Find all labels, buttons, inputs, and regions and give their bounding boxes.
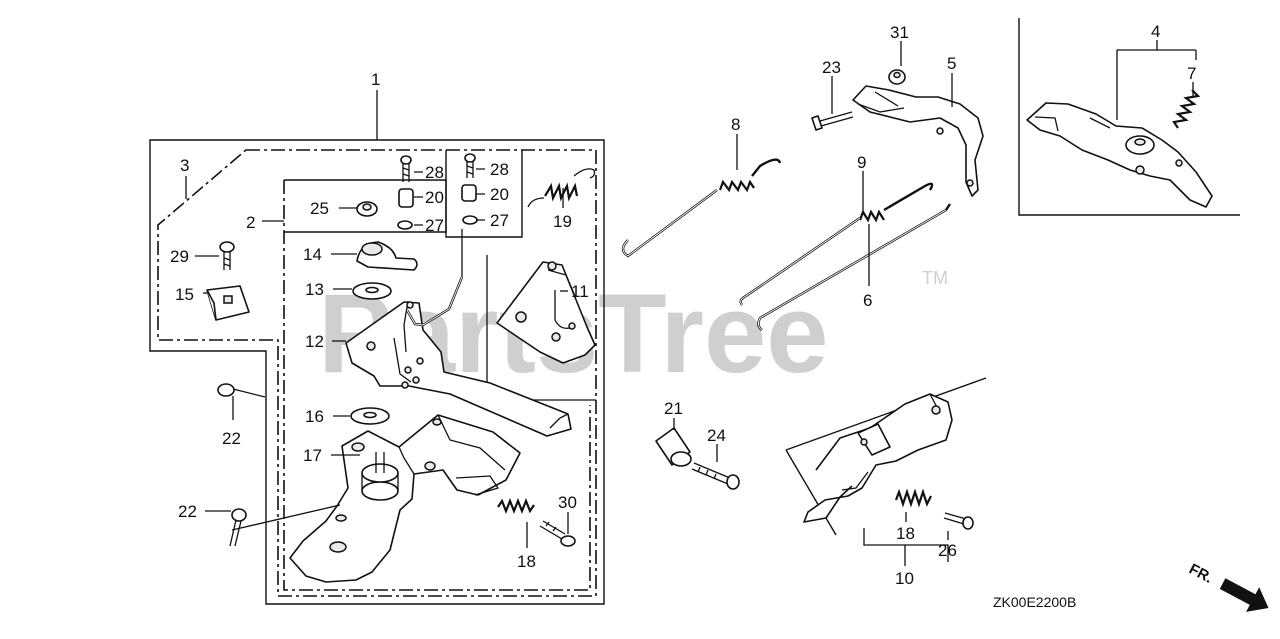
part-14-plate: [356, 241, 418, 271]
part-17-base-plate: [289, 414, 521, 583]
callout-6: 6: [863, 291, 872, 310]
callout-29: 29: [170, 247, 189, 266]
front-direction-arrow-icon: FR.: [1186, 561, 1269, 612]
part-8-rod: [621, 158, 782, 258]
part-13-washer: [352, 282, 392, 300]
callout-4: 4: [1151, 22, 1160, 41]
part-22-bolt-lower: [229, 508, 247, 547]
part-29-bolt: [219, 241, 235, 270]
callout-19: 19: [553, 212, 572, 231]
callout-1: 1: [371, 70, 380, 89]
part-20-collar-left: [398, 188, 414, 208]
part-18-spring-left: [497, 498, 535, 514]
callout-16: 16: [305, 407, 324, 426]
callout-20-right: 20: [490, 185, 509, 204]
part-10-box: [785, 377, 987, 536]
part-23-bolt: [811, 111, 854, 131]
watermark-trademark: TM: [922, 268, 948, 288]
part-4-governor-arm: [1026, 102, 1213, 208]
part-19-spring: [527, 168, 596, 208]
part-18-spring-right: [894, 488, 932, 508]
callout-28-left: 28: [425, 163, 444, 182]
callout-30: 30: [558, 493, 577, 512]
callout-12: 12: [305, 332, 324, 351]
part-10-lever: [803, 393, 953, 523]
callout-15: 15: [175, 285, 194, 304]
part-12-control-plate: [345, 300, 572, 437]
front-direction-label: FR.: [1186, 561, 1215, 587]
part-21-collar: [655, 427, 692, 467]
callout-27-right: 27: [490, 211, 509, 230]
part-5-lever: [852, 85, 984, 197]
callout-3: 3: [180, 156, 189, 175]
part-28-screw-right: [464, 153, 476, 178]
part-22-bolt-upper: [217, 383, 266, 398]
assembly-boxes: [149, 139, 605, 605]
part-7-spring: [1172, 89, 1201, 129]
part-30-bolt: [539, 520, 576, 547]
part-15-block: [206, 285, 250, 321]
callout-5: 5: [947, 54, 956, 73]
callout-8: 8: [731, 115, 740, 134]
part-31-nut: [888, 69, 906, 85]
callout-13: 13: [305, 280, 324, 299]
leader-lines: [185, 40, 1197, 548]
callout-11: 11: [571, 282, 589, 301]
callout-7: 7: [1187, 64, 1196, 83]
part-27-clip-left: [397, 220, 413, 230]
part-27-clip-right: [462, 215, 478, 225]
callout-25: 25: [310, 199, 329, 218]
callout-31: 31: [890, 23, 909, 42]
callout-18-left: 18: [517, 552, 536, 571]
callout-labels: 1 2 3 4 5 6 7 8 9 10 11 12 13 14 15 16 1…: [170, 22, 1196, 588]
callout-26: 26: [938, 541, 957, 560]
part-20-collar-right: [461, 184, 477, 202]
callout-23: 23: [822, 58, 841, 77]
part-4-box: [1018, 18, 1240, 216]
callout-14: 14: [303, 245, 322, 264]
part-11-bracket: [496, 261, 596, 364]
callout-20-left: 20: [425, 188, 444, 207]
callout-21: 21: [664, 399, 683, 418]
part-28-screw-left: [400, 155, 412, 182]
callout-9: 9: [857, 153, 866, 172]
callout-27-left: 27: [425, 216, 444, 235]
part-10-bracket-line: [863, 528, 949, 562]
callout-2: 2: [246, 213, 255, 232]
part-16-washer: [350, 407, 390, 425]
diagram-code: ZK00E2200B: [993, 594, 1076, 610]
part-26-bolt: [943, 512, 974, 530]
callout-28-right: 28: [490, 160, 509, 179]
callout-10: 10: [895, 569, 914, 588]
callout-24: 24: [707, 426, 726, 445]
part-25-nut: [356, 201, 378, 217]
callout-17: 17: [303, 446, 322, 465]
part-6-rod: [757, 203, 951, 331]
part-24-bolt: [691, 462, 740, 490]
callout-18-right: 18: [896, 524, 915, 543]
callout-22-lower: 22: [178, 502, 197, 521]
callout-22-upper: 22: [222, 429, 241, 448]
